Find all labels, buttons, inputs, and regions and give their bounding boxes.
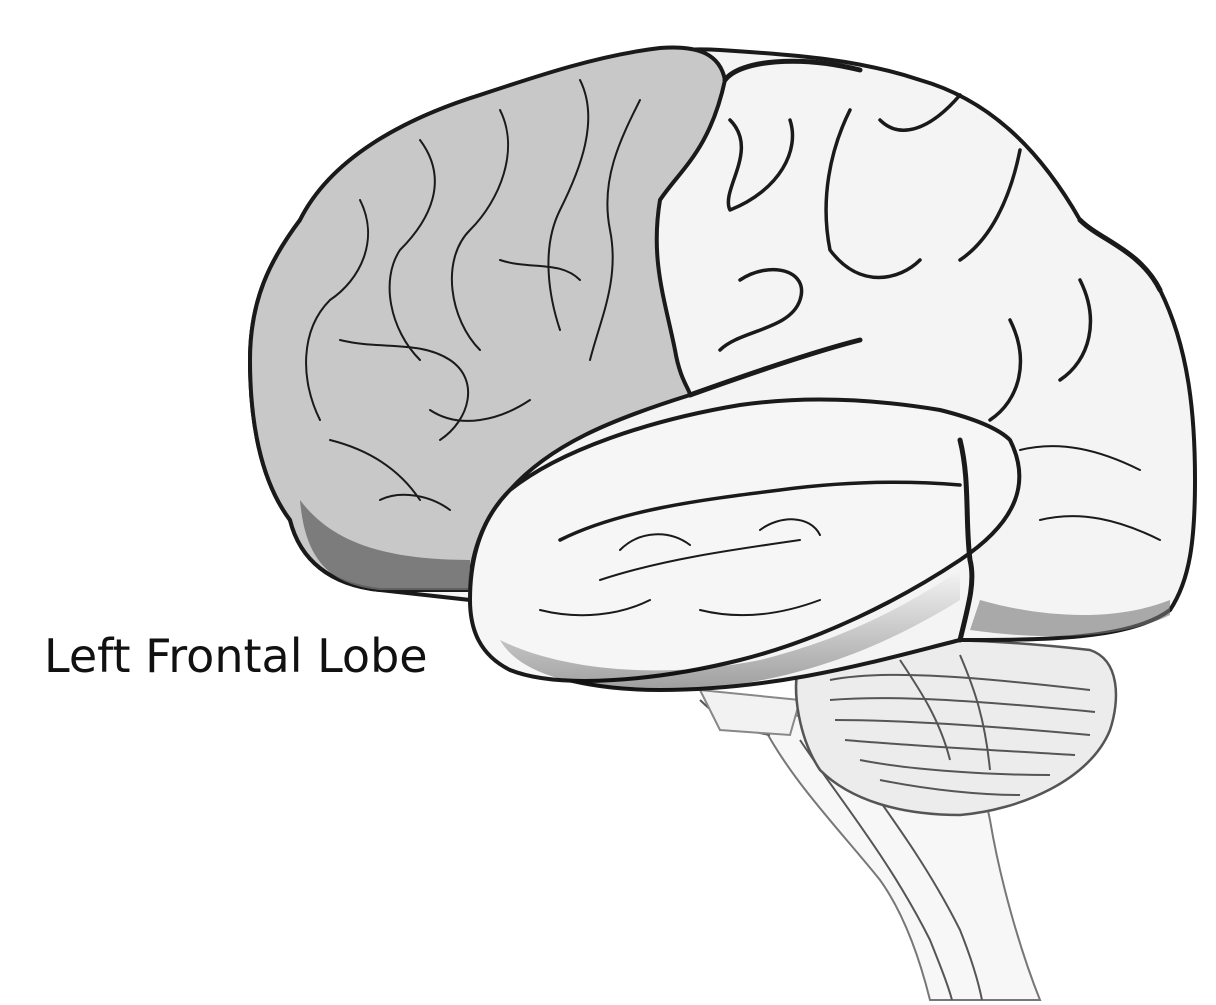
frontal-lobe-label: Left Frontal Lobe	[44, 628, 428, 684]
